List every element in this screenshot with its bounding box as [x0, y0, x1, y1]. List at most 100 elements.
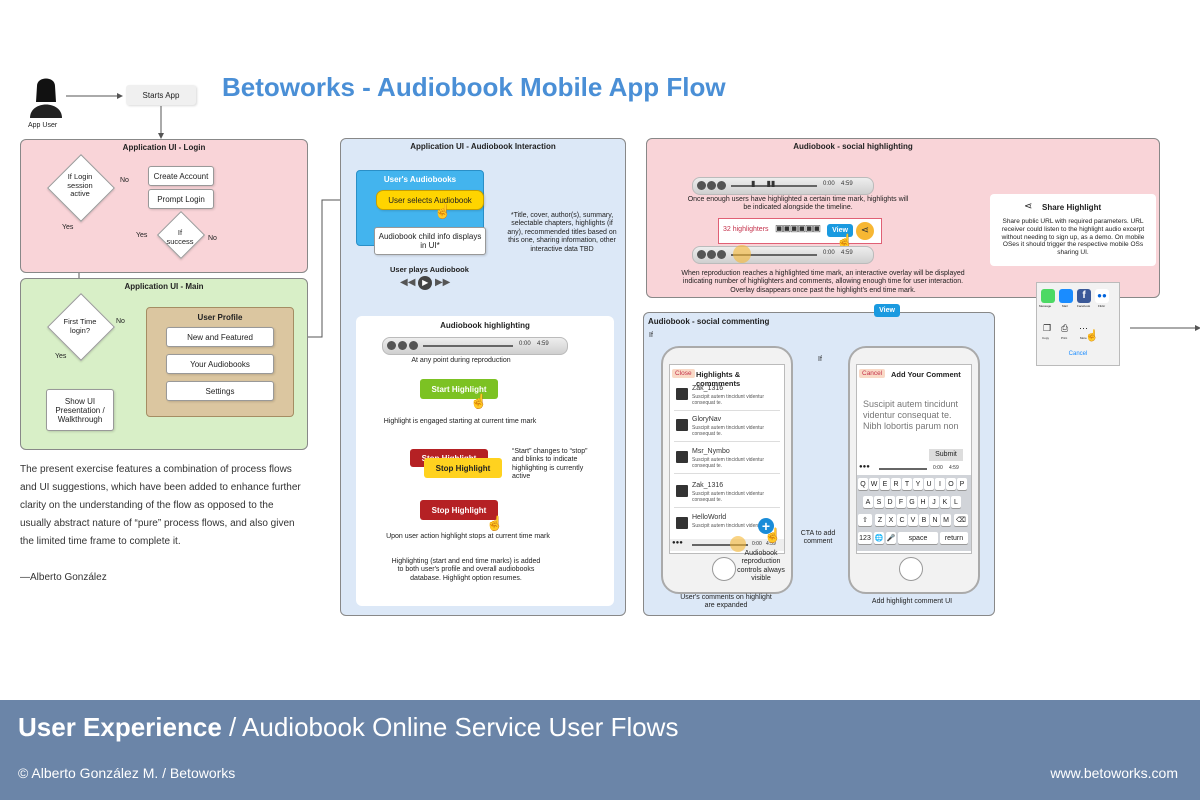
keyboard-key[interactable]: A	[863, 496, 873, 508]
comment-textarea[interactable]: Suscipit autem tincidunt videntur conseq…	[863, 399, 959, 431]
phone-screen-comments: Close Highlights & commments Zak_1316 Su…	[669, 364, 785, 554]
keyboard-key[interactable]: Z	[875, 514, 885, 526]
keyboard-key[interactable]: T	[902, 478, 912, 490]
starts-app-box: Starts App	[126, 85, 196, 105]
avatar	[676, 419, 688, 431]
player-controls-icon[interactable]: ◀◀ ▶ ▶▶	[400, 276, 451, 290]
avatar	[676, 517, 688, 529]
copy-icon[interactable]: ❐	[1043, 323, 1052, 333]
your-audiobooks-button[interactable]: Your Audiobooks	[166, 354, 274, 374]
keyboard-key[interactable]: Y	[913, 478, 923, 490]
audio-player-3[interactable]: 0:00 4:59	[692, 245, 874, 264]
keyboard-key[interactable]: S	[874, 496, 884, 508]
audio-player-2[interactable]: ▮ ▮▮ 0:00 4:59	[692, 177, 874, 195]
flickr-icon[interactable]: ●●	[1095, 289, 1109, 303]
keyboard-key[interactable]: V	[908, 514, 918, 526]
added-note: Highlighting (start and end time marks) …	[391, 558, 541, 582]
new-featured-button[interactable]: New and Featured	[166, 327, 274, 347]
keyboard-key[interactable]: C	[897, 514, 907, 526]
space-key[interactable]: space	[898, 532, 938, 544]
prompt-login-box: Prompt Login	[148, 189, 214, 209]
avatar	[676, 388, 688, 400]
keyboard-key[interactable]: Q	[858, 478, 868, 490]
keyboard-key[interactable]: O	[946, 478, 956, 490]
first-time-decision-text: First Time login?	[63, 317, 97, 335]
mic-key-icon[interactable]: 🎤	[886, 532, 896, 544]
share-cancel-button[interactable]: Cancel	[1068, 351, 1088, 357]
list-title: Highlights & commments	[696, 370, 741, 388]
keyboard-key[interactable]: R	[891, 478, 901, 490]
settings-button[interactable]: Settings	[166, 381, 274, 401]
keyboard-key[interactable]: J	[929, 496, 939, 508]
share-icon[interactable]: ⋖	[856, 222, 874, 240]
keyboard-key[interactable]: M	[941, 514, 951, 526]
comment-user: Zak_1316	[692, 385, 724, 392]
globe-key-icon[interactable]: 🌐	[874, 532, 884, 544]
audio-player-mini[interactable]: ●●● 0:00 4:59	[857, 464, 971, 474]
mail-icon[interactable]	[1059, 289, 1073, 303]
player-buttons-icon: ●●●	[859, 464, 870, 470]
keyboard-key[interactable]: W	[869, 478, 879, 490]
keyboard-key[interactable]: X	[886, 514, 896, 526]
keyboard-key[interactable]: B	[919, 514, 929, 526]
child-info-box: Audiobook child info displays in UI*	[374, 227, 486, 255]
highlight-markers-icon: ▮ ▮▮	[751, 179, 776, 188]
changes-note: “Start” changes to “stop” and blinks to …	[512, 448, 588, 481]
expanded-note: User's comments on highlight are expande…	[680, 594, 772, 610]
login-panel-title: Application UI - Login	[122, 143, 206, 152]
footer-url[interactable]: www.betoworks.com	[1050, 765, 1178, 781]
return-key[interactable]: return	[940, 532, 968, 544]
player-buttons-icon: ●●●	[672, 540, 683, 546]
keyboard-key[interactable]: H	[918, 496, 928, 508]
cancel-button[interactable]: Cancel	[859, 369, 886, 378]
audio-player-mini[interactable]: ●●● 0:00 4:59	[670, 536, 784, 552]
keyboard-key[interactable]: G	[907, 496, 917, 508]
avatar	[676, 485, 688, 497]
add-comment-plus-icon[interactable]: +	[758, 518, 774, 534]
keyboard-key[interactable]: N	[930, 514, 940, 526]
page-title: Betoworks - Audiobook Mobile App Flow	[222, 72, 726, 102]
message-icon[interactable]	[1041, 289, 1055, 303]
stop-highlight-button[interactable]: Stop Highlight	[420, 500, 498, 520]
share-app-label: More	[1080, 336, 1087, 340]
keyboard-key[interactable]: I	[935, 478, 945, 490]
comment-user: Zak_1316	[692, 482, 724, 489]
interaction-panel-title: Application UI - Audiobook Interaction	[410, 142, 556, 151]
social-note-2: When reproduction reaches a highlighted …	[681, 270, 965, 294]
audio-player-1[interactable]: 0:00 4:59	[382, 337, 568, 355]
keyboard-key[interactable]: U	[924, 478, 934, 490]
select-audiobook-button[interactable]: User selects Audiobook	[376, 190, 484, 210]
home-button-icon	[899, 557, 923, 581]
keyboard-key[interactable]: K	[940, 496, 950, 508]
hand-cursor-icon: ☝	[1085, 330, 1099, 342]
comment-text: Suscipit autem tincidunt videntur	[692, 523, 764, 529]
keyboard-key[interactable]: D	[885, 496, 895, 508]
keyboard-key[interactable]: E	[880, 478, 890, 490]
start-highlight-button[interactable]: Start Highlight	[420, 379, 498, 399]
view-button[interactable]: View	[874, 304, 900, 317]
app-user-label: App User	[28, 122, 58, 129]
close-button[interactable]: Close	[672, 369, 695, 378]
avatar	[676, 451, 688, 463]
facebook-icon[interactable]: f	[1077, 289, 1091, 303]
backspace-key-icon[interactable]: ⌫	[954, 514, 968, 526]
keyboard-key[interactable]: L	[951, 496, 961, 508]
no-label: No	[208, 235, 217, 242]
submit-button[interactable]: Submit	[929, 449, 963, 461]
comment-item: Zak_1316 Suscipit autem tincidunt vident…	[674, 382, 780, 411]
login-decision-text: If Login session active	[67, 172, 93, 199]
view-button[interactable]: View	[827, 224, 853, 237]
share-highlight-title: Share Highlight	[1042, 203, 1102, 212]
print-icon[interactable]: ⎙	[1061, 323, 1069, 333]
stop-highlight-button-active[interactable]: Stop Highlight	[424, 458, 502, 478]
yes-label: Yes	[136, 232, 148, 239]
shift-key-icon[interactable]: ⇧	[858, 514, 872, 526]
keyboard-key[interactable]: F	[896, 496, 906, 508]
keyboard-key[interactable]: P	[957, 478, 967, 490]
footer-heading-rest: / Audiobook Online Service User Flows	[229, 712, 679, 742]
more-icon[interactable]: ⋯	[1079, 323, 1088, 333]
share-app-label: Mail	[1062, 304, 1068, 308]
app-user-avatar	[28, 76, 64, 118]
hand-cursor-icon: ☝	[486, 515, 504, 531]
numbers-key[interactable]: 123	[858, 532, 872, 544]
